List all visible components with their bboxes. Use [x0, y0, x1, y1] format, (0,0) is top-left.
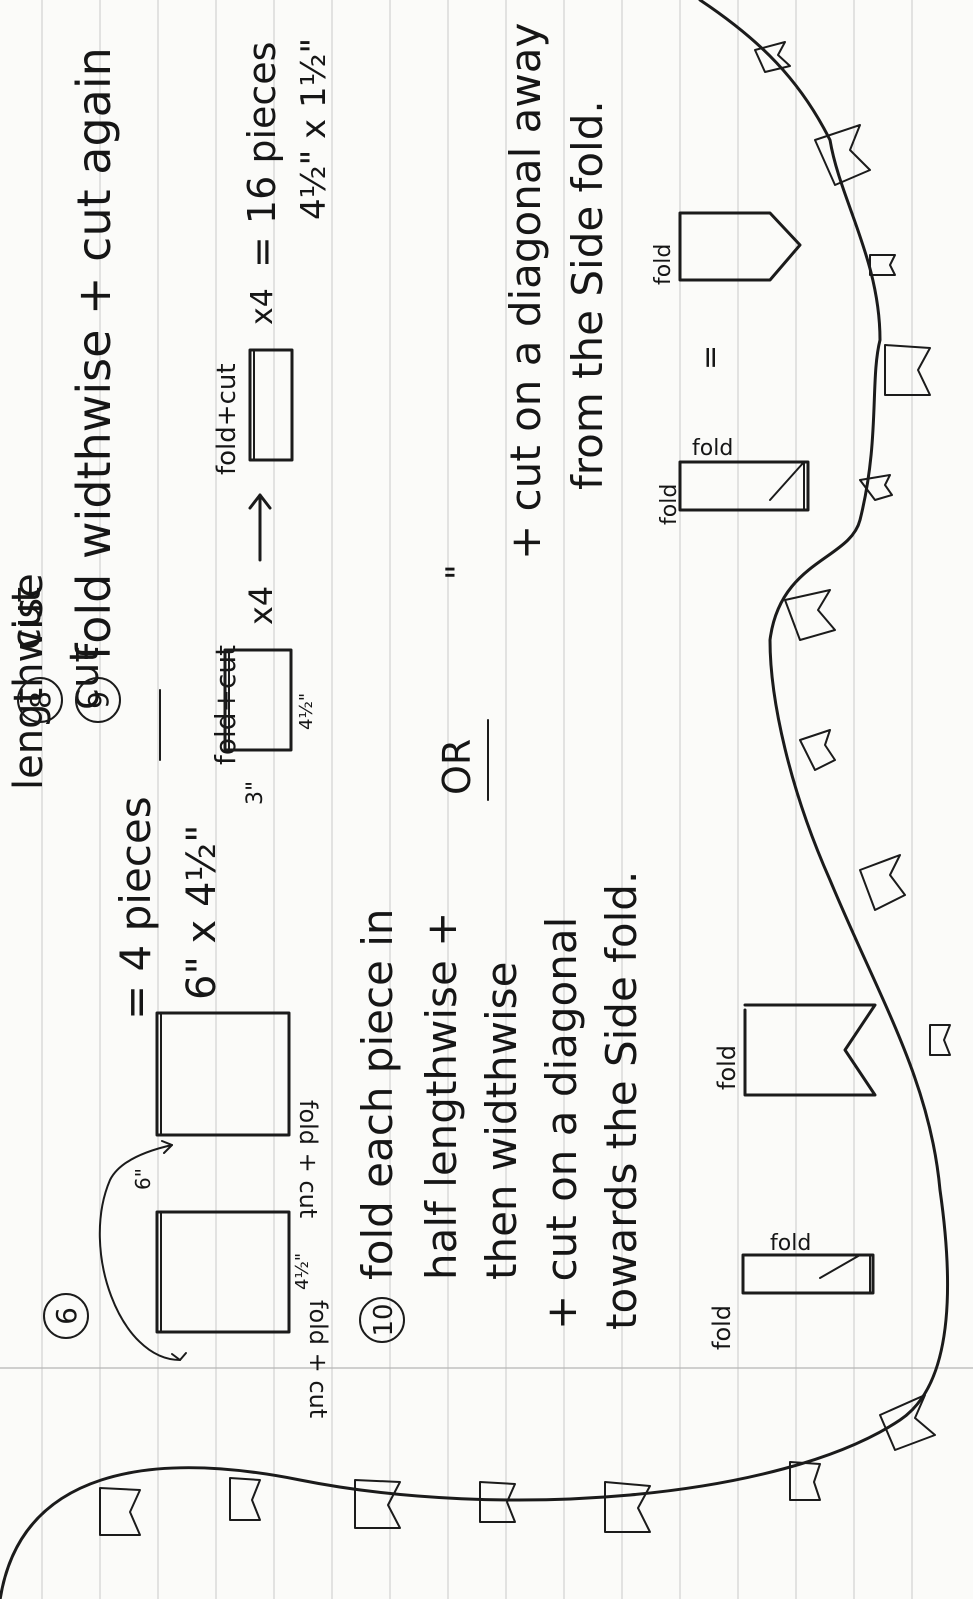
fold-label-c: fold	[713, 1045, 741, 1090]
step6-number: 6	[50, 1307, 83, 1325]
dim-4-5-label-2: 4½"	[296, 693, 317, 730]
step10-line3: then widthwise	[477, 962, 526, 1280]
step10-number: 10	[369, 1303, 399, 1336]
result-4-dims-text: 6" x 4½"	[179, 824, 225, 1000]
step10-line5: towards the Side fold.	[597, 871, 646, 1330]
fold-cut-label-4: fold+cut	[212, 363, 242, 475]
step10-line2: half lengthwise +	[417, 912, 466, 1280]
fold-cut-label-2: fold + cut	[294, 1100, 322, 1218]
fold-label-b: fold	[770, 1231, 811, 1256]
result-16-text: = 16 pieces	[240, 42, 284, 268]
fold-label-e: fold	[692, 436, 733, 461]
fold-label-f: fold	[651, 244, 676, 285]
flag-diagram-away: fold fold = fold	[651, 213, 808, 525]
step9-text: fold widthwise + cut again	[67, 47, 121, 660]
step10-line4: + cut on a diagonal	[537, 917, 586, 1330]
alt-line2: from the Side fold.	[563, 100, 612, 490]
alt-line1: + cut on a diagonal away	[501, 23, 550, 560]
fold-cut-label-1: fold + cut	[304, 1300, 332, 1418]
step10-marker: 10	[360, 1298, 404, 1342]
alt-cut-text: + cut on a diagonal away from the Side f…	[501, 23, 612, 560]
fold-label-a: fold	[708, 1305, 736, 1350]
folded-strip-b	[680, 462, 808, 510]
result-16-dims-text: 4½" x 1½"	[294, 38, 334, 220]
dim-4-5-label: 4½"	[292, 1253, 313, 1290]
equals-mark-top: "	[439, 564, 479, 580]
result-4-pieces-dims: 6" x 4½"	[179, 824, 225, 1000]
dim-6-label: 6"	[131, 1168, 155, 1190]
swallowtail-flag	[745, 1005, 875, 1095]
step8-number: 8	[24, 691, 57, 709]
result-4-pieces-text: = 4 pieces	[111, 796, 160, 1020]
flag-diagram-towards: fold fold = fold	[708, 1005, 973, 1350]
arrow-right	[250, 495, 270, 560]
fabric-rect-large	[157, 1212, 289, 1332]
x4-label-1: x4	[242, 586, 280, 625]
step9-number: 9	[82, 691, 115, 709]
fabric-strip	[250, 350, 292, 460]
or-divider: OR	[435, 720, 488, 800]
step10-text-block: fold each piece in half lengthwise + the…	[353, 871, 646, 1330]
step-fold-cut-3: fold+cut 3" 4½" x4 fold+cut x4 = 16 piec…	[209, 38, 334, 805]
fold-label-d: fold	[657, 484, 682, 525]
pointed-flag	[680, 213, 800, 280]
step10-line1: fold each piece in	[353, 908, 402, 1280]
step8-text: cut	[4, 587, 50, 650]
equals-b: =	[693, 345, 728, 370]
step6-marker: 6	[44, 1294, 88, 1338]
dim-3-label: 3"	[243, 781, 268, 805]
result-4-pieces: = 4 pieces	[111, 796, 160, 1020]
fabric-rect-piece	[157, 1013, 289, 1135]
or-label: OR	[435, 739, 479, 795]
x4-label-2: x4	[245, 288, 280, 325]
